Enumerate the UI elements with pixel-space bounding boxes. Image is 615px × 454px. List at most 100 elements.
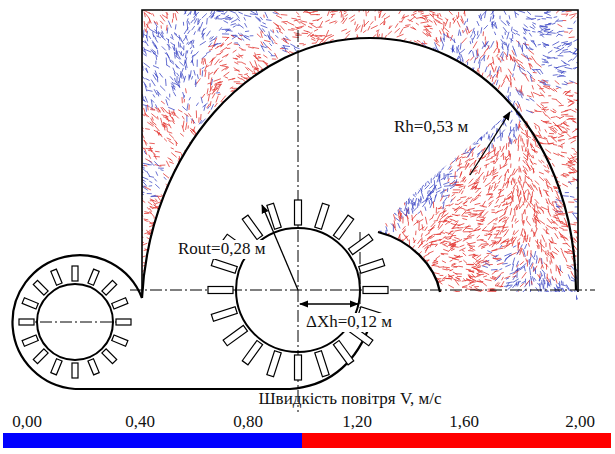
velocity-vector: [432, 94, 438, 98]
velocity-vector: [265, 104, 268, 105]
velocity-vector: [314, 215, 315, 220]
velocity-vector: [281, 205, 289, 207]
velocity-vector: [241, 169, 246, 170]
velocity-vector: [147, 260, 150, 261]
velocity-vector: [178, 42, 179, 48]
velocity-vector: [175, 192, 181, 195]
velocity-vector: [492, 91, 495, 95]
velocity-vector: [268, 140, 276, 142]
velocity-vector: [285, 121, 293, 123]
velocity-vector: [507, 171, 512, 177]
velocity-vector: [386, 188, 391, 189]
velocity-vector: [219, 226, 221, 230]
velocity-vector: [368, 95, 370, 100]
velocity-vector: [321, 130, 323, 133]
velocity-vector: [482, 123, 486, 130]
velocity-vector: [408, 68, 415, 70]
velocity-vector: [360, 43, 364, 48]
velocity-vector: [391, 199, 394, 202]
velocity-vector: [394, 169, 398, 171]
velocity-vector: [494, 201, 499, 202]
velocity-vector: [454, 206, 456, 209]
velocity-vector: [271, 55, 276, 56]
velocity-vector: [419, 159, 421, 163]
velocity-vector: [170, 37, 174, 39]
velocity-vector: [232, 139, 236, 141]
velocity-vector: [347, 103, 348, 111]
velocity-field: [136, 3, 585, 307]
velocity-vector: [374, 135, 376, 139]
velocity-vector: [329, 92, 335, 96]
velocity-vector: [202, 172, 204, 176]
velocity-vector: [200, 69, 201, 76]
velocity-vector: [429, 78, 432, 82]
velocity-vector: [460, 274, 463, 275]
velocity-vector: [440, 142, 442, 146]
velocity-vector: [220, 141, 223, 144]
velocity-vector: [321, 276, 326, 278]
velocity-vector: [516, 298, 517, 304]
velocity-vector: [352, 57, 353, 63]
velocity-vector: [576, 185, 583, 188]
velocity-vector: [558, 133, 563, 135]
velocity-vector: [537, 19, 540, 21]
velocity-vector: [346, 44, 347, 48]
velocity-vector: [529, 290, 530, 295]
velocity-vector: [540, 33, 544, 37]
velocity-vector: [420, 13, 423, 14]
velocity-vector: [516, 158, 521, 164]
velocity-vector: [352, 179, 354, 183]
velocity-vector: [558, 261, 562, 265]
velocity-vector: [563, 280, 565, 285]
velocity-vector: [212, 121, 213, 124]
velocity-vector: [318, 189, 321, 194]
velocity-vector: [172, 19, 173, 23]
velocity-vector: [383, 246, 384, 253]
velocity-vector: [413, 185, 420, 188]
velocity-vector: [493, 97, 497, 103]
velocity-vector: [318, 268, 323, 270]
velocity-vector: [313, 20, 319, 21]
velocity-vector: [233, 118, 241, 120]
velocity-vector: [543, 29, 550, 31]
velocity-vector: [459, 91, 460, 97]
velocity-vector: [283, 186, 285, 193]
velocity-vector: [375, 52, 379, 54]
velocity-vector: [380, 135, 385, 138]
velocity-vector: [344, 103, 349, 109]
velocity-vector: [375, 44, 378, 46]
velocity-vector: [259, 165, 264, 169]
velocity-vector: [286, 241, 288, 246]
velocity-vector: [154, 179, 156, 182]
velocity-vector: [281, 236, 282, 243]
velocity-vector: [548, 176, 553, 181]
velocity-vector: [280, 25, 285, 30]
velocity-vector: [319, 265, 324, 267]
velocity-vector: [202, 94, 205, 98]
velocity-vector: [436, 299, 439, 301]
velocity-vector: [330, 254, 334, 256]
velocity-vector: [249, 261, 251, 265]
velocity-vector: [262, 114, 264, 116]
velocity-vector: [204, 193, 207, 200]
velocity-vector: [254, 98, 256, 101]
velocity-vector: [244, 146, 250, 147]
velocity-vector: [189, 152, 191, 157]
velocity-vector: [403, 178, 406, 183]
velocity-vector: [414, 269, 419, 274]
velocity-vector: [308, 129, 314, 131]
velocity-vector: [333, 265, 338, 266]
velocity-vector: [267, 265, 270, 267]
velocity-vector: [339, 262, 342, 264]
velocity-vector: [231, 155, 237, 156]
velocity-vector: [569, 172, 573, 173]
velocity-vector: [332, 11, 338, 12]
velocity-vector: [209, 276, 211, 281]
velocity-vector: [185, 164, 186, 167]
velocity-vector: [349, 143, 352, 146]
velocity-vector: [387, 298, 390, 303]
velocity-vector: [165, 285, 171, 286]
velocity-vector: [322, 294, 329, 296]
velocity-vector: [259, 118, 263, 119]
velocity-vector: [170, 76, 173, 80]
